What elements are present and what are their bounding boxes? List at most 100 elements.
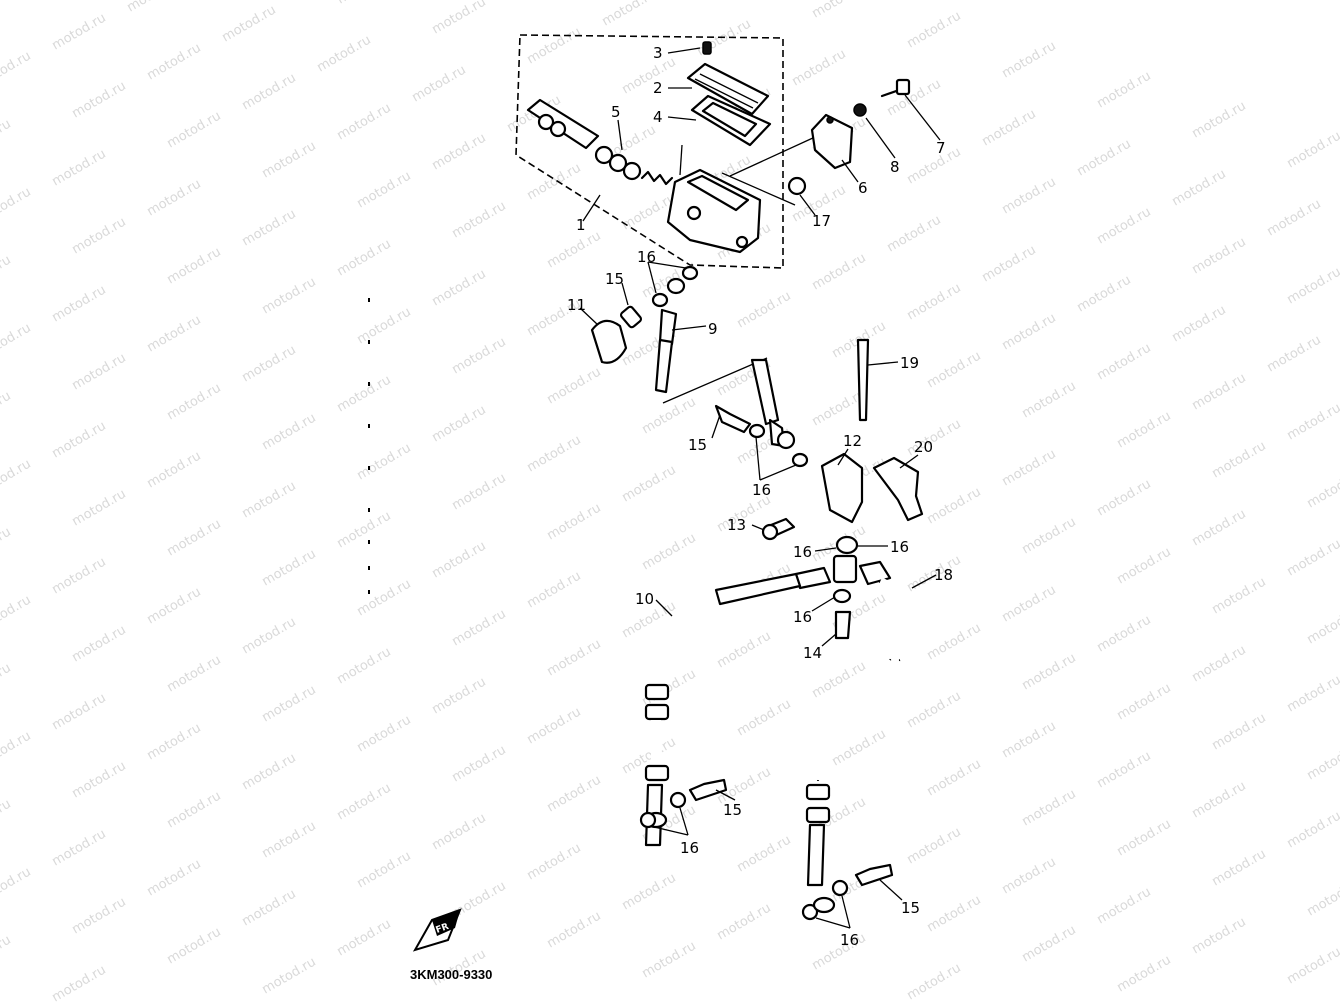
holder-part [810,113,854,170]
callout-10: 10 [635,590,654,608]
watermark-text: motod.ru [620,463,679,506]
watermark-text: motod.ru [430,267,489,310]
watermark-text: motod.ru [335,917,394,960]
watermark-text: motod.ru [1170,167,1229,210]
callout-16: 16 [793,543,812,561]
watermark-text: motod.ru [545,229,604,272]
hose-18-part [801,577,923,921]
watermark-text: motod.ru [1210,575,1269,618]
watermark-text: motod.ru [1190,371,1249,414]
watermark-text: motod.ru [1285,129,1340,172]
watermark-text: motod.ru [1095,477,1154,520]
watermark-text: motod.ru [0,457,34,500]
watermark-text: motod.ru [240,479,299,522]
master-cylinder-body-part [666,136,816,254]
watermark-text: motod.ru [355,169,414,212]
watermark-text: motod.ru [810,251,869,294]
watermark-text: motod.ru [145,721,204,764]
watermark-text: motod.ru [335,0,394,7]
master-cylinder-assembly [515,34,911,269]
watermark-text: motod.ru [70,351,129,394]
callout-4: 4 [653,108,663,126]
watermark-text: motod.ru [715,901,774,944]
callout-11: 11 [567,296,586,314]
watermark-text: motod.ru [1020,379,1079,422]
watermark-text: motod.ru [240,343,299,386]
watermark-text: motod.ru [145,449,204,492]
watermark-text: motod.ru [355,849,414,892]
watermark-text: motod.ru [240,751,299,794]
watermark-text: motod.ru [260,139,319,182]
watermark-text: motod.ru [1020,787,1079,830]
cap-17-part [787,176,807,196]
watermark-text: motod.ru [525,705,584,748]
watermark-text: motod.ru [0,0,14,23]
callout-7: 7 [936,139,946,157]
watermark-text: motod.ru [1285,265,1340,308]
watermark-text: motod.ru [240,887,299,930]
watermark-text: motod.ru [1115,953,1174,996]
front-arrow-icon: FR [412,908,462,952]
watermark-text: motod.ru [715,629,774,672]
watermark-text: motod.ru [145,41,204,84]
watermark-text: motod.ru [260,819,319,862]
watermark-text: motod.ru [145,585,204,628]
watermark-text: motod.ru [905,145,964,188]
watermark-text: motod.ru [1020,515,1079,558]
watermark-text: motod.ru [450,335,509,378]
watermark-text: motod.ru [145,177,204,220]
callout-8: 8 [890,158,900,176]
watermark-text: motod.ru [430,675,489,718]
watermark-text: motod.ru [1305,605,1340,648]
watermark-text: motod.ru [50,419,109,462]
screw-3-part [702,41,712,55]
watermark-text: motod.ru [925,893,984,936]
watermark-text: motod.ru [810,0,869,21]
watermark-text: motod.ru [905,825,964,868]
callout-17: 17 [812,212,831,230]
watermark-text: motod.ru [1000,39,1059,82]
watermark-text: motod.ru [545,365,604,408]
watermark-text: motod.ru [905,961,964,1004]
watermark-text: motod.ru [1285,809,1340,852]
callout-16: 16 [680,839,699,857]
watermark-text: motod.ru [50,691,109,734]
watermark-text: motod.ru [1305,877,1340,920]
callout-16: 16 [890,538,909,556]
watermark-text: motod.ru [125,0,184,15]
watermark-text: motod.ru [925,349,984,392]
watermark-text: motod.ru [1095,205,1154,248]
watermark-text: motod.ru [165,109,224,152]
watermark-text: motod.ru [885,213,944,256]
watermark-text: motod.ru [1305,741,1340,784]
diagram-code: 3KM300-9330 [410,967,492,982]
watermark-text: motod.ru [0,729,34,772]
watermark-text: motod.ru [905,689,964,732]
watermark-text: motod.ru [450,743,509,786]
watermark-text: motod.ru [335,101,394,144]
watermark-text: motod.ru [0,865,34,908]
watermark-text: motod.ru [1095,749,1154,792]
watermark-text: motod.ru [0,525,14,568]
callout-15: 15 [723,801,742,819]
watermark-text: motod.ru [525,433,584,476]
watermark-text: motod.ru [1115,817,1174,860]
reservoir-cap-part [686,62,770,116]
callouts: 3 2 4 5 1 7 8 6 17 16 15 11 9 19 15 12 2… [567,44,953,949]
diaphragm-part [690,94,772,147]
watermark-text: motod.ru [545,773,604,816]
watermark-text: motod.ru [0,253,14,296]
watermark-text: motod.ru [240,207,299,250]
watermark-text: motod.ru [410,63,469,106]
watermark-text: motod.ru [905,281,964,324]
watermark-text: motod.ru [50,555,109,598]
watermark-text: motod.ru [885,77,944,120]
watermark-text: motod.ru [640,531,699,574]
watermark-text: motod.ru [1210,711,1269,754]
watermark-text: motod.ru [1000,719,1059,762]
watermark-text: motod.ru [260,411,319,454]
watermark-text: motod.ru [430,539,489,582]
watermark-text: motod.ru [260,275,319,318]
watermark-text: motod.ru [335,781,394,824]
